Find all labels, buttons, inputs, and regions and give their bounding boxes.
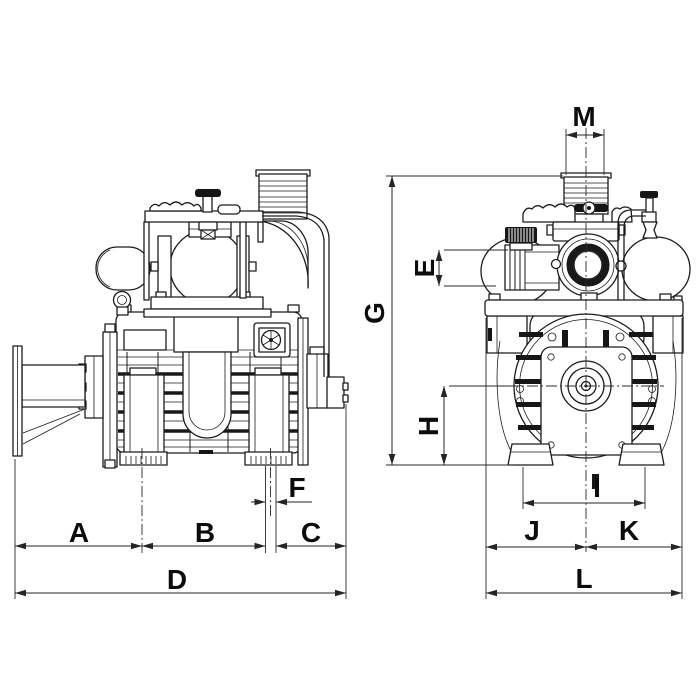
exhaust-elbow — [258, 220, 309, 289]
pto-flange — [12, 345, 104, 457]
rear-silhouette-right — [661, 340, 677, 452]
dim-label-k: K — [619, 515, 639, 546]
dim-label-b: B — [195, 517, 215, 548]
dim-label-e: E — [409, 259, 440, 278]
dimension-annotations: A B C D F M — [14, 101, 683, 599]
relief-pipe — [617, 209, 646, 318]
dim-label-j: J — [524, 515, 540, 546]
top-band — [484, 293, 684, 317]
dim-label-c: C — [301, 517, 321, 548]
lifting-eye — [112, 290, 132, 316]
right-dome — [621, 236, 691, 302]
dimension-J: J — [486, 515, 586, 551]
left-foot — [119, 367, 168, 466]
drain-plug-front — [592, 474, 599, 489]
drive-hub — [306, 346, 349, 409]
relief-valve — [640, 191, 658, 239]
front-view — [480, 128, 691, 552]
dim-label-a: A — [69, 517, 89, 548]
valve-handle — [195, 189, 221, 197]
dimension-E: E — [409, 250, 443, 286]
right-foot — [244, 367, 293, 466]
dim-label-f: F — [288, 472, 305, 503]
rear-silhouette-left — [496, 340, 512, 452]
dimension-F: F — [251, 472, 312, 506]
dimension-M: M — [566, 101, 604, 139]
dimension-D: D — [15, 564, 346, 597]
dimension-C: C — [276, 517, 346, 550]
dimension-I: I — [523, 472, 645, 507]
dimension-L: L — [486, 563, 682, 597]
oil-filler-cap — [505, 227, 537, 251]
shaft-tube — [21, 364, 86, 408]
dim-label-i: I — [593, 472, 601, 503]
top-valve — [195, 189, 221, 240]
name-plate — [123, 329, 167, 351]
dimension-G: G — [359, 176, 396, 465]
dimension-H: H — [413, 386, 448, 465]
dim-label-m: M — [572, 101, 595, 132]
front-feet — [507, 443, 665, 466]
wing-plate — [149, 201, 202, 212]
inlet-port — [504, 244, 560, 291]
oil-line — [262, 211, 330, 377]
side-view — [12, 169, 349, 553]
fan-symbol — [253, 322, 291, 358]
oil-tank — [95, 246, 151, 291]
dim-label-l: L — [575, 563, 592, 594]
dim-label-d: D — [167, 564, 187, 595]
dimension-K: K — [586, 515, 682, 551]
drain-plug — [199, 450, 213, 454]
dim-label-h: H — [413, 416, 444, 436]
support-frame — [143, 201, 264, 301]
hose-clamp — [550, 233, 627, 303]
dimension-B: B — [142, 517, 266, 550]
dim-label-g: G — [359, 302, 390, 324]
suction-duct — [173, 313, 239, 439]
dimension-A: A — [15, 517, 142, 550]
